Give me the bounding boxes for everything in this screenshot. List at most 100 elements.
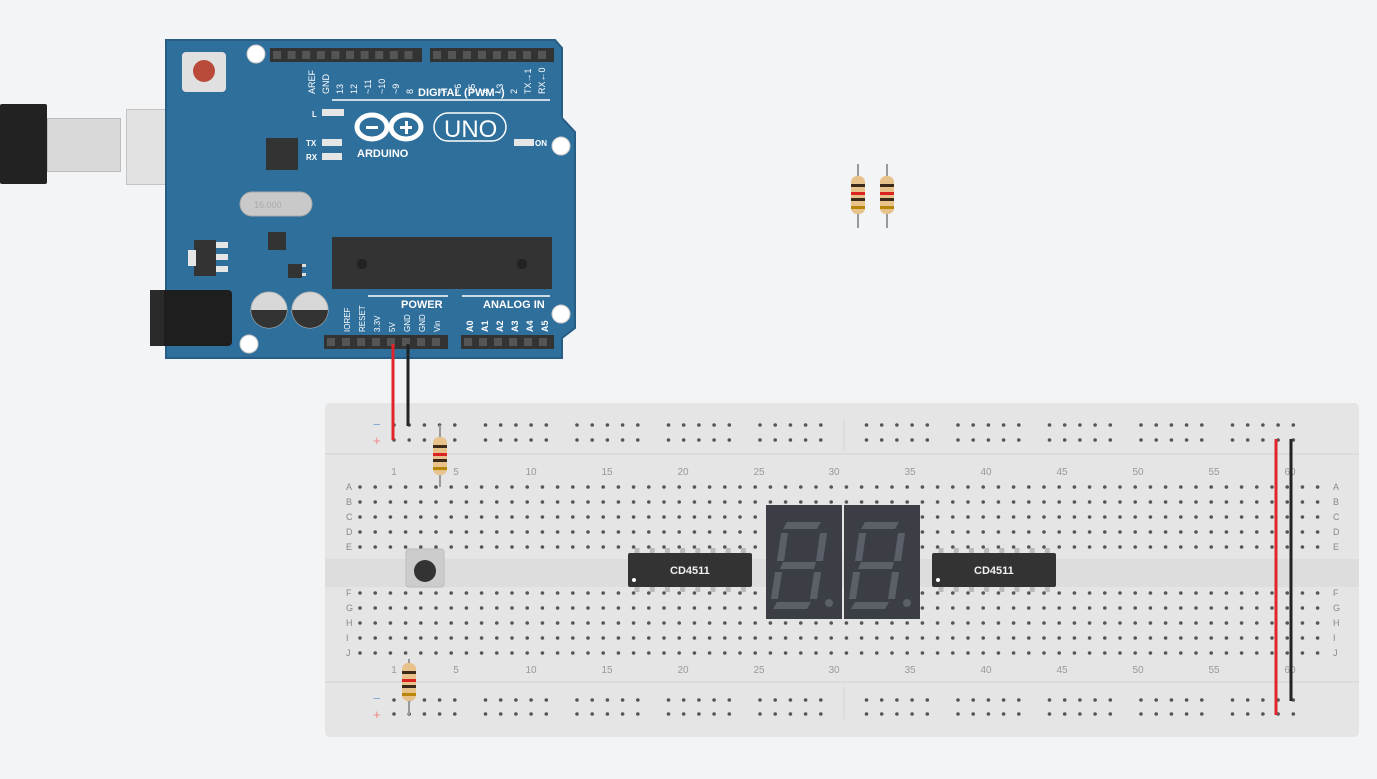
power-pin-label: Vin [433,321,442,332]
analog-header[interactable] [461,335,554,349]
power-pin-label: IOREF [343,307,352,332]
led-on-label: ON [535,139,547,148]
row-letter: F [346,588,352,598]
row-letter: E [346,542,352,552]
analog-pin-label: A3 [510,320,520,332]
column-number: 1 [391,665,397,676]
push-button[interactable] [405,548,445,588]
seven-segment-display-1[interactable] [766,505,842,619]
reset-button[interactable] [182,52,226,92]
resistor-bottom-rail[interactable] [402,659,416,715]
atmega-chip [332,237,552,289]
crystal-oscillator: 16.000 [239,191,313,217]
row-letter: A [346,482,352,492]
row-letter: I [346,633,349,643]
column-number: 25 [753,467,765,478]
digital-header[interactable] [270,48,554,62]
row-letter: E [1333,542,1339,552]
row-letter: H [346,618,353,628]
row-letter: A [1333,482,1339,492]
analog-pin-label: A2 [495,320,505,332]
column-number: 55 [1208,665,1220,676]
usb-cable-connector[interactable] [47,118,121,172]
row-letter: H [1333,618,1340,628]
analog-pin-label: A1 [480,320,490,332]
column-number: 35 [904,665,916,676]
digital-header-label: DIGITAL (PWM~) [418,87,505,99]
cd4511-chip-left[interactable]: CD4511 [628,548,752,592]
column-number: 15 [601,665,613,676]
row-letter: G [346,603,353,613]
digital-pin-label: ~11 [363,79,373,94]
row-letter: B [1333,497,1339,507]
digital-pin-label: 13 [335,84,345,94]
loose-resistors[interactable] [848,164,898,230]
digital-pin-label: 12 [349,84,359,94]
chip-right-label: CD4511 [974,565,1014,577]
analog-pin-label: A4 [525,320,535,332]
column-number: 35 [904,467,916,478]
column-number: 5 [453,467,459,478]
led-l-label: L [312,110,317,119]
column-number: 50 [1132,467,1144,478]
digital-pin-label: ~3 [495,84,505,94]
row-letter: D [1333,527,1340,537]
row-letter: F [1333,588,1339,598]
digital-pin-label: RX←0 [537,67,547,94]
power-pin-label: 3.3V [373,315,382,332]
digital-pin-label: GND [321,74,331,95]
resistor-loose-2[interactable] [880,164,894,228]
analog-pin-label: A0 [465,320,475,332]
digital-pin-label: 4 [481,89,491,94]
arduino-logo [354,112,424,142]
column-number: 20 [677,467,689,478]
column-number: 30 [828,665,840,676]
rail-minus-bottom: − [373,691,381,706]
power-header-label: POWER [401,299,443,311]
seven-segment-display-2[interactable] [844,505,920,619]
row-letter: I [1333,633,1336,643]
column-numbers-bottom: 151015202530354045505560 [391,665,1296,676]
model-label: UNO [444,116,497,143]
column-number: 45 [1056,665,1068,676]
digital-pin-label: TX→1 [523,68,533,94]
cd4511-chip-right[interactable]: CD4511 [932,548,1056,592]
resistor-loose-1[interactable] [851,164,865,228]
analog-pin-label: A5 [540,320,550,332]
column-number: 30 [828,467,840,478]
digital-pin-label: ~9 [391,84,401,94]
power-wires[interactable] [385,340,425,446]
column-number: 40 [980,665,992,676]
svg-text:16.000: 16.000 [254,200,282,210]
column-number: 45 [1056,467,1068,478]
breadboard-layer[interactable]: − + − + 151015202530354045505560 1510152… [325,403,1359,737]
column-number: 10 [525,665,537,676]
column-numbers-top: 151015202530354045505560 [391,467,1296,478]
digital-pin-label: ~5 [467,84,477,94]
digital-pin-label: ~10 [377,79,387,94]
power-header[interactable] [324,335,448,349]
capacitors [250,291,329,329]
row-letter: B [346,497,352,507]
column-number: 20 [677,665,689,676]
row-letter: C [1333,512,1340,522]
digital-pin-label: AREF [307,69,317,94]
power-pin-label: 5V [388,322,397,332]
digital-pin-label: ~6 [453,84,463,94]
dc-power-jack[interactable] [150,290,232,346]
chip-left-label: CD4511 [670,565,710,577]
rail-plus-bottom: + [373,707,381,722]
rail-plus-top: + [373,433,381,448]
column-number: 40 [980,467,992,478]
digital-pin-label: 2 [509,89,519,94]
column-number: 10 [525,467,537,478]
resistor-top-rail[interactable] [433,425,447,487]
column-number: 25 [753,665,765,676]
digital-pin-label: 7 [439,89,449,94]
row-letter: D [346,527,353,537]
breadboard-holes[interactable] [358,423,1320,716]
usb-cable-plug[interactable] [0,104,47,184]
power-pin-label: GND [418,314,427,332]
